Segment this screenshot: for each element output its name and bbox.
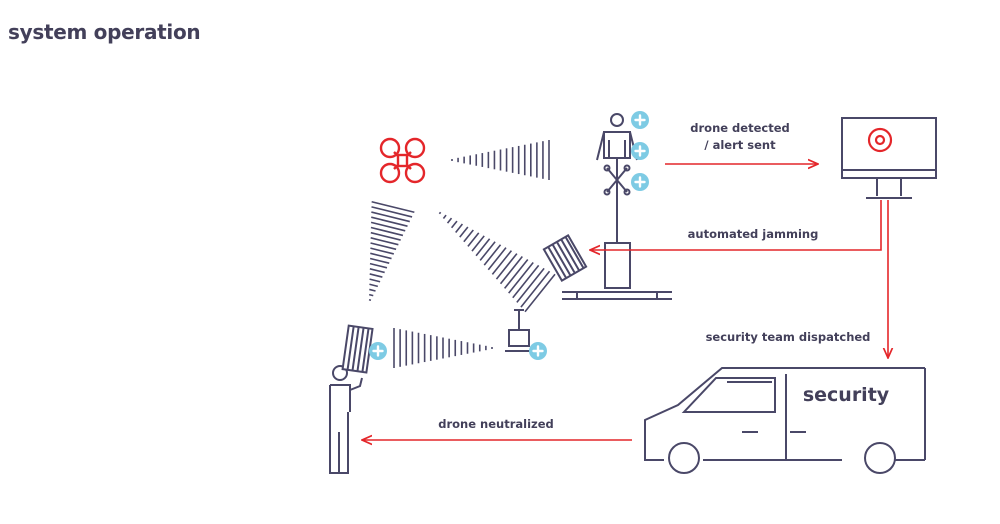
beam-stroke <box>369 262 388 269</box>
beam-stroke <box>371 216 408 227</box>
beam-stroke <box>369 273 383 278</box>
beam-stroke <box>520 270 551 308</box>
beam-stroke <box>503 258 529 289</box>
beam-stroke <box>370 242 397 251</box>
beam-stroke <box>370 226 404 237</box>
flow-arrows <box>362 164 888 440</box>
beam-stroke <box>438 211 442 215</box>
beam-stroke <box>369 283 379 288</box>
beam-stroke <box>495 253 518 280</box>
beam-stroke <box>508 261 534 294</box>
beam-stroke <box>487 247 507 271</box>
label-automated-jamming: automated jamming <box>688 227 819 241</box>
beam-stroke <box>442 214 447 219</box>
monitor-target-icon <box>841 117 937 199</box>
beam-stroke <box>368 293 374 297</box>
label-security-dispatched: security team dispatched <box>706 330 871 344</box>
beam-stroke <box>450 220 458 229</box>
controller-jamming-beam <box>393 328 493 368</box>
beam-stroke <box>370 237 399 246</box>
handheld-jamming-beam <box>368 200 415 302</box>
jammer-icon <box>542 234 588 282</box>
beam-stroke <box>370 231 401 241</box>
plus-badge-icon <box>367 340 389 362</box>
drone-icon <box>379 137 426 184</box>
beam-stroke <box>369 257 390 264</box>
beam-stroke <box>459 226 469 238</box>
van-label: security <box>803 384 890 406</box>
remote-controller-icon <box>505 309 533 352</box>
beam-stroke <box>369 278 381 283</box>
plus-badge-icon <box>527 340 549 362</box>
label-drone-detected: drone detected <box>690 121 789 135</box>
label-drone-neutralized: drone neutralized <box>438 417 554 431</box>
beam-stroke <box>512 264 540 299</box>
beam-stroke <box>471 235 485 252</box>
beam-stroke <box>446 217 453 224</box>
beam-stroke <box>516 267 545 303</box>
beam-stroke <box>491 250 513 275</box>
beam-stroke <box>479 241 496 261</box>
beam-stroke <box>371 211 410 223</box>
beam-stroke <box>370 247 394 255</box>
jamming-beam <box>438 211 556 313</box>
label-alert-sent: / alert sent <box>704 138 776 152</box>
page-title: system operation <box>8 20 201 44</box>
beam-stroke <box>371 200 415 214</box>
security-van-icon <box>644 367 926 474</box>
beam-stroke <box>371 206 413 218</box>
jamming-arrow <box>590 200 882 250</box>
beam-stroke <box>475 238 491 257</box>
beam-stroke <box>499 256 523 285</box>
beam-stroke <box>370 221 406 232</box>
detection-beam <box>451 140 550 180</box>
beam-stroke <box>524 273 556 313</box>
beam-stroke <box>483 244 502 266</box>
sensor-mast-icon <box>562 113 672 300</box>
operator-icon <box>329 365 363 474</box>
beam-stroke <box>467 232 480 247</box>
beam-stroke <box>369 288 376 292</box>
beam-stroke <box>463 229 474 243</box>
plus-badge-icon <box>629 109 651 193</box>
handheld-jammer-icon <box>341 324 374 374</box>
beam-stroke <box>370 252 392 260</box>
beam-stroke <box>455 223 464 233</box>
beam-stroke <box>369 268 385 274</box>
